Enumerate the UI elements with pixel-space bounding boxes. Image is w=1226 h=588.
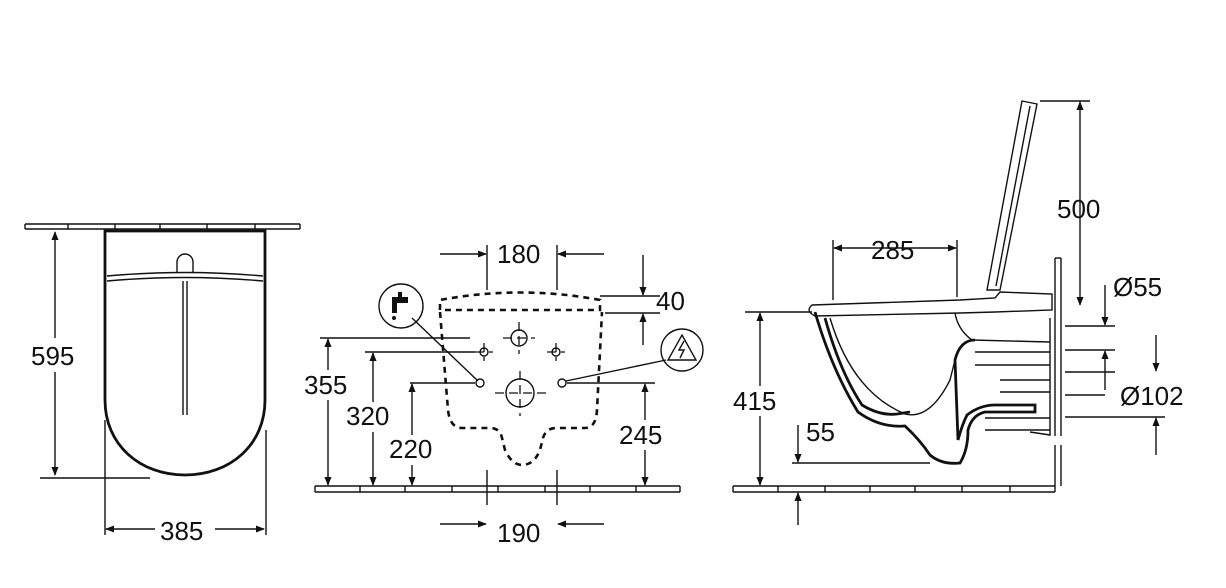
inlet-diameter-label: Ø55: [1113, 272, 1162, 302]
toilet-front-outline: [103, 229, 267, 477]
lid-offset-label: 40: [656, 286, 685, 316]
seat-depth-label: 285: [871, 235, 914, 265]
lid-height-label: 500: [1057, 194, 1100, 224]
wall-side: [1054, 257, 1062, 486]
flush-knob: [176, 253, 194, 273]
lid-dashed-outline: [438, 291, 602, 312]
seat-side: [808, 291, 1053, 317]
floor-line-rear: [314, 485, 681, 493]
fixing-points: [475, 322, 567, 416]
width-label: 385: [160, 516, 203, 546]
side-view: 285 500 415 55 Ø55 Ø102: [731, 100, 1184, 525]
seat-height-label: 415: [733, 386, 776, 416]
inner-offset-label: 55: [806, 417, 835, 447]
water-tap-icon: [378, 283, 424, 329]
lid-open: [986, 100, 1038, 291]
floor-line-side: [732, 485, 1056, 493]
high-voltage-warning-icon: [660, 328, 704, 372]
bowl-side-outline: [813, 311, 1037, 465]
height-label: 595: [31, 341, 74, 371]
outlet-diameter-label: Ø102: [1120, 381, 1184, 411]
wall-top-line: [24, 223, 301, 230]
bottom-width-label: 190: [497, 518, 540, 548]
dim-245-label: 245: [619, 420, 662, 450]
rear-body-dashed-outline: [438, 311, 604, 467]
top-width-label: 180: [497, 239, 540, 269]
dim-220-label: 220: [389, 434, 432, 464]
dim-355-label: 355: [304, 370, 347, 400]
front-view: 595 385: [24, 223, 301, 546]
rear-view: 180 40 355 320 220 245 190: [302, 239, 704, 548]
dim-320-label: 320: [346, 401, 389, 431]
seat-front-line: [106, 271, 264, 277]
